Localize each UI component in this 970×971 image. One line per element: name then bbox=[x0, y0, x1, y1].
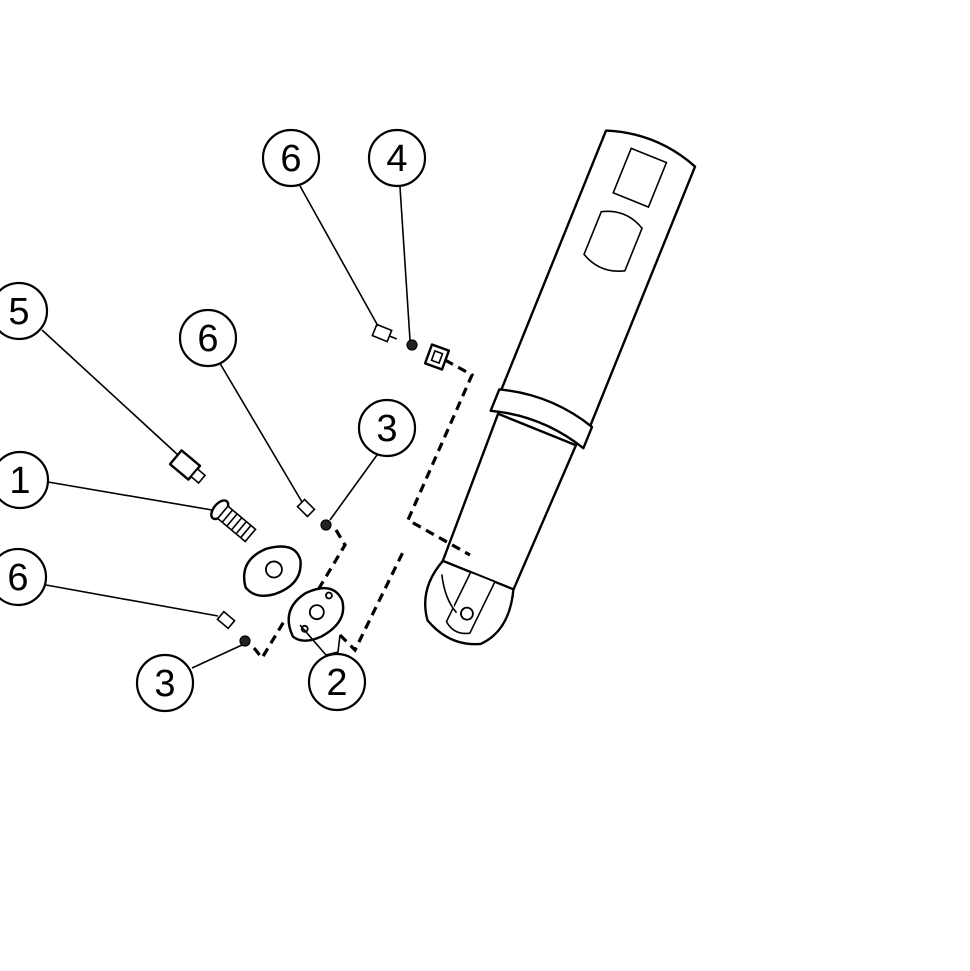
svg-text:2: 2 bbox=[326, 662, 347, 704]
assembly-path-insert-upper bbox=[316, 529, 347, 591]
callout-3-upper: 3 bbox=[357, 398, 417, 458]
leader-6-top bbox=[299, 185, 379, 327]
callout-6-top: 6 bbox=[261, 128, 321, 188]
shank-flat-mid bbox=[583, 210, 643, 273]
clamp-block bbox=[423, 343, 451, 371]
pocket-screw-hole bbox=[460, 606, 474, 621]
shank-flat-top bbox=[612, 147, 668, 209]
callout-4: 4 bbox=[367, 128, 427, 188]
callout-5: 5 bbox=[0, 281, 49, 341]
insert-pocket bbox=[445, 571, 496, 635]
callout-6-low: 6 bbox=[0, 547, 48, 607]
assembly-path-lower bbox=[338, 547, 407, 653]
shank-upper bbox=[499, 129, 697, 428]
svg-text:3: 3 bbox=[376, 408, 397, 450]
shank-collar bbox=[489, 388, 594, 450]
callout-3-lower: 3 bbox=[135, 653, 195, 713]
callout-6-mid: 6 bbox=[178, 308, 238, 368]
svg-text:6: 6 bbox=[280, 138, 301, 180]
set-screw-mid bbox=[296, 498, 316, 518]
leader-3-upper bbox=[329, 454, 378, 521]
small-screw-3-lower bbox=[239, 635, 251, 647]
leader-4 bbox=[399, 186, 411, 341]
svg-text:3: 3 bbox=[154, 663, 175, 705]
leader-6-mid bbox=[217, 359, 303, 503]
small-screw-3-upper bbox=[320, 519, 332, 531]
insert-upper bbox=[242, 545, 302, 597]
small-screw-4 bbox=[406, 339, 418, 351]
assembly-path-clamp bbox=[405, 358, 475, 557]
tool-body bbox=[424, 129, 697, 646]
leader-3-lower bbox=[191, 644, 243, 669]
leader-5 bbox=[41, 329, 179, 456]
head-curve bbox=[441, 574, 458, 614]
callout-2: 2 bbox=[307, 652, 367, 712]
svg-text:1: 1 bbox=[9, 460, 30, 502]
leader-6-low bbox=[45, 584, 219, 617]
svg-text:4: 4 bbox=[386, 138, 407, 180]
leader-1 bbox=[47, 481, 213, 511]
svg-text:5: 5 bbox=[8, 291, 29, 333]
assembly-path-insert-lower bbox=[252, 617, 288, 661]
set-screw-top bbox=[371, 323, 398, 343]
svg-text:6: 6 bbox=[7, 557, 28, 599]
callout-1: 1 bbox=[0, 450, 50, 510]
screw-part-5 bbox=[168, 449, 207, 485]
set-screw-low bbox=[216, 610, 236, 630]
svg-text:6: 6 bbox=[197, 318, 218, 360]
clamp-screw-1 bbox=[210, 499, 257, 543]
